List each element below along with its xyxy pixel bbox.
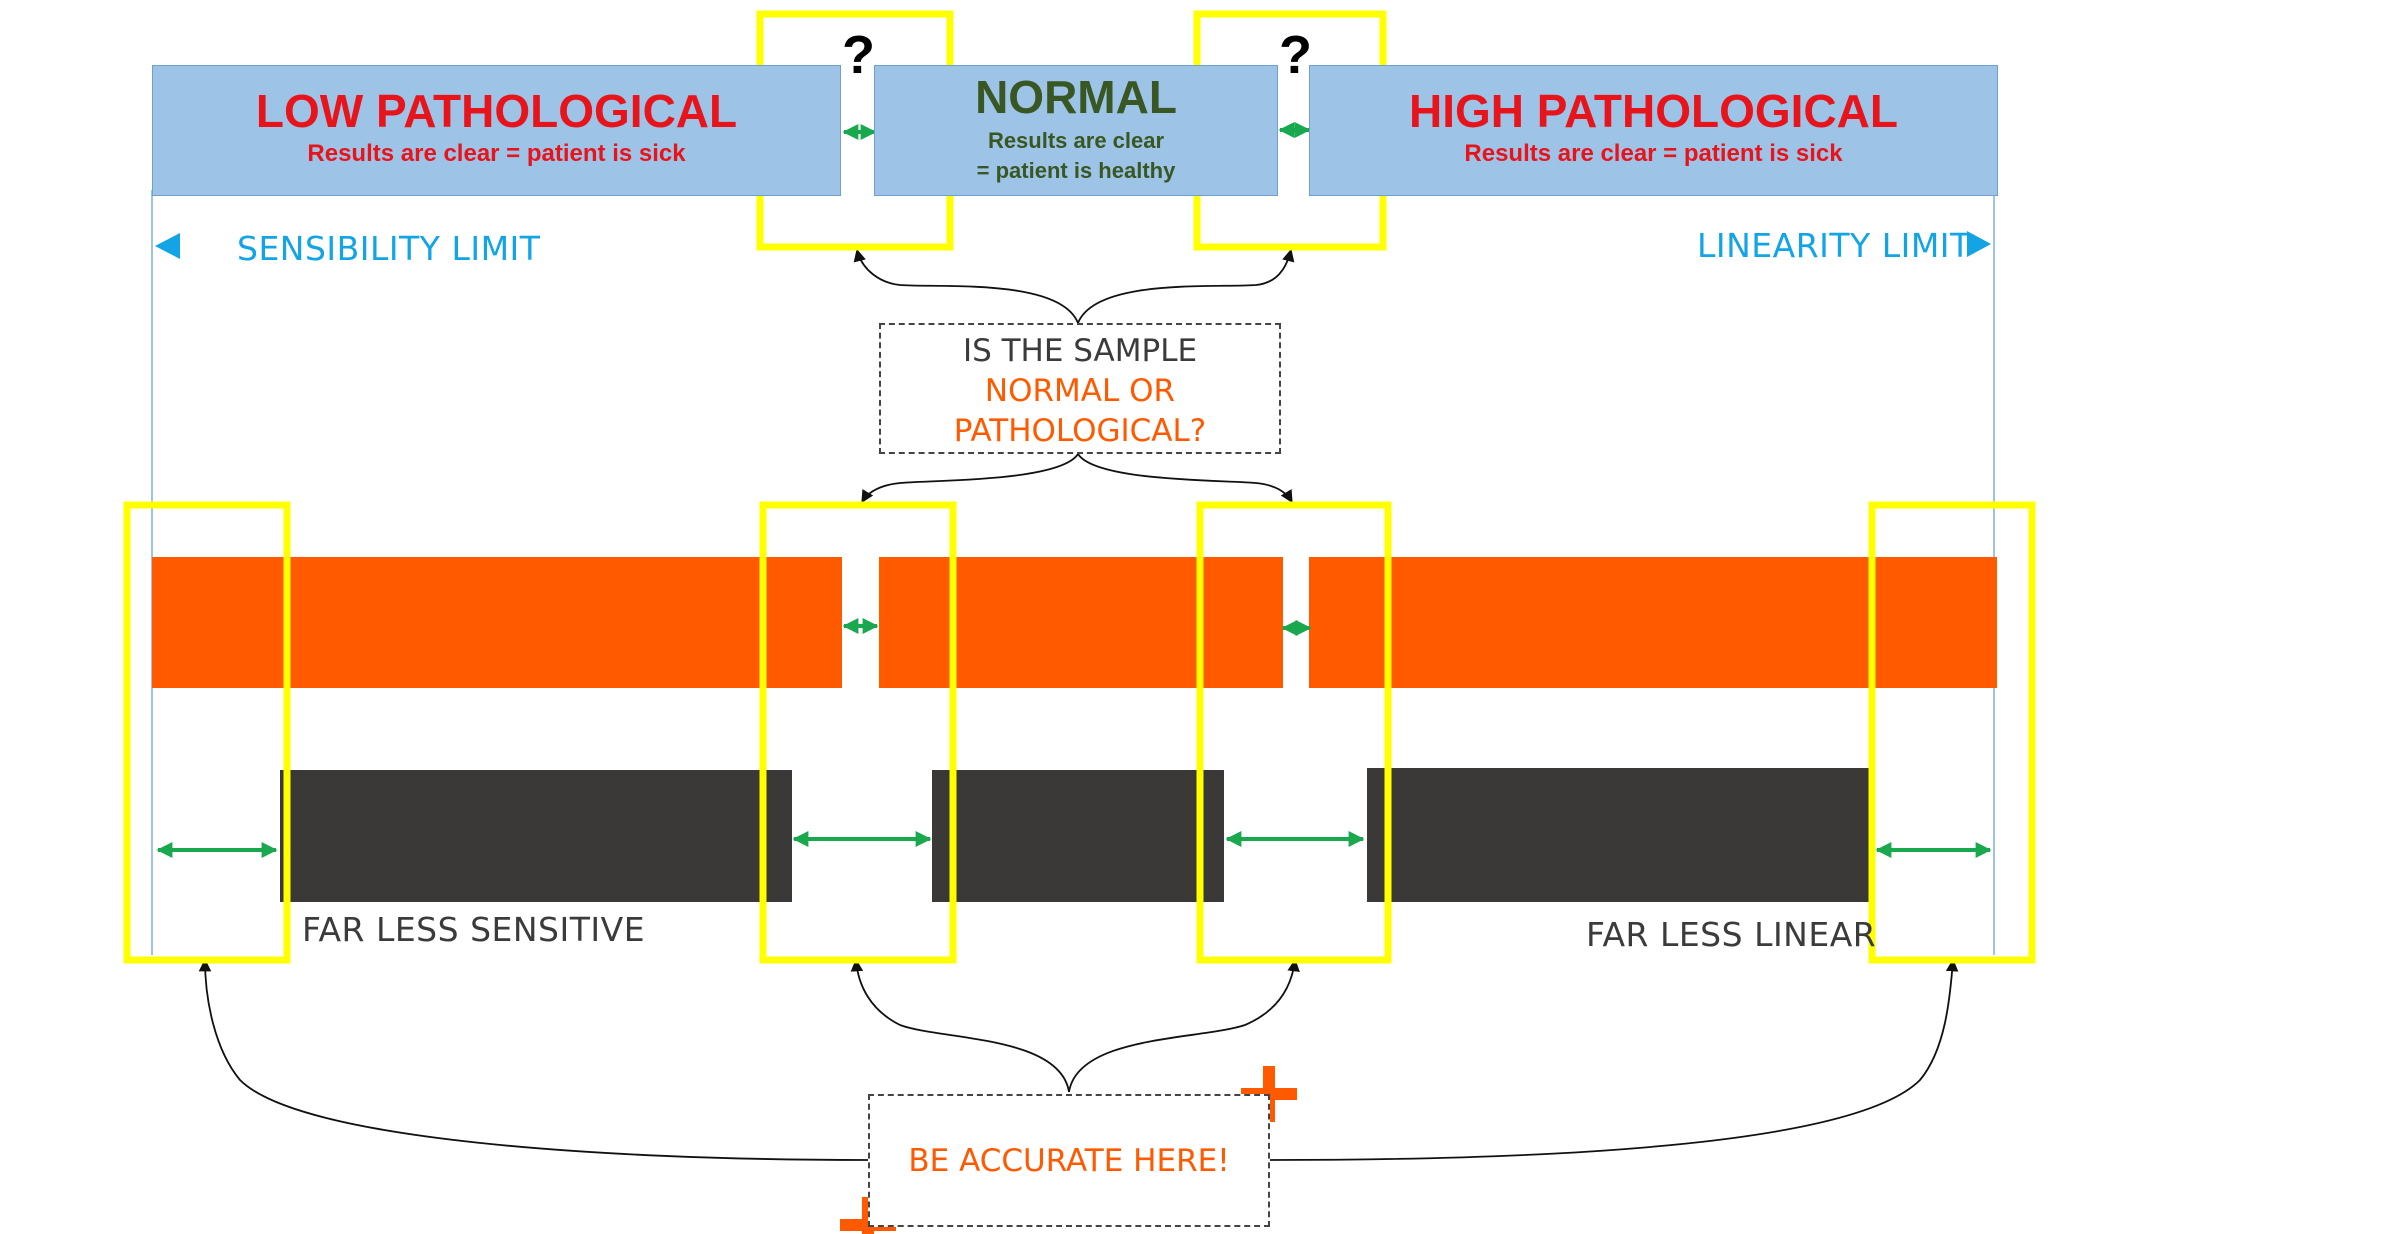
question-line1: IS THE SAMPLE xyxy=(962,333,1198,369)
high-pathological-title: HIGH PATHOLOGICAL xyxy=(1409,85,1898,137)
curved-arrow-icon xyxy=(850,958,1070,1093)
question-mark-left: ? xyxy=(842,25,875,85)
high-pathological-subtitle: Results are clear = patient is sick xyxy=(1464,140,1843,167)
highlight-box xyxy=(1196,501,1392,964)
low-pathological-subtitle: Results are clear = patient is sick xyxy=(307,140,686,167)
be-accurate-box: BE ACCURATE HERE! xyxy=(868,1094,1270,1227)
dark-bar-high xyxy=(1367,768,1873,902)
curved-arrow-icon xyxy=(1068,958,1300,1093)
dark-bar-normal xyxy=(932,770,1224,902)
curved-arrow-icon xyxy=(198,958,869,1161)
normal-title: NORMAL xyxy=(975,71,1177,123)
normal-subtitle-line1: Results are clear xyxy=(987,128,1165,153)
far-less-linear-label: FAR LESS LINEAR xyxy=(1586,915,1877,954)
curved-arrow-icon xyxy=(853,248,1079,324)
question-box: IS THE SAMPLE NORMAL OR PATHOLOGICAL? xyxy=(879,323,1281,454)
sensibility-limit-label: SENSIBILITY LIMIT xyxy=(237,229,541,268)
normal-subtitle-line2: = patient is healthy xyxy=(976,157,1176,183)
question-mark-right: ? xyxy=(1279,25,1312,85)
low-pathological-band: LOW PATHOLOGICAL Results are clear = pat… xyxy=(152,65,841,196)
curved-arrow-icon xyxy=(1077,453,1293,504)
low-pathological-title: LOW PATHOLOGICAL xyxy=(255,85,738,137)
right-triangle-icon xyxy=(1967,231,1991,257)
normal-subtitle: Results are clear = patient is healthy xyxy=(977,126,1176,185)
far-less-sensitive-label: FAR LESS SENSITIVE xyxy=(302,910,646,949)
linearity-limit-label: LINEARITY LIMIT xyxy=(1697,226,1971,265)
highlight-box xyxy=(759,501,957,964)
normal-band: NORMAL Results are clear = patient is he… xyxy=(874,65,1278,196)
highlight-box xyxy=(1868,501,2036,964)
orange-bar-normal xyxy=(879,557,1283,688)
question-line3: PATHOLOGICAL? xyxy=(953,413,1207,449)
left-triangle-icon xyxy=(155,233,180,259)
orange-bar-high xyxy=(1309,557,1997,688)
question-line2: NORMAL OR xyxy=(984,373,1176,409)
curved-arrow-icon xyxy=(1077,248,1295,324)
highlight-box xyxy=(123,501,291,964)
orange-bar-low xyxy=(152,557,842,688)
dark-bar-low xyxy=(280,770,792,902)
high-pathological-band: HIGH PATHOLOGICAL Results are clear = pa… xyxy=(1309,65,1998,196)
be-accurate-label: BE ACCURATE HERE! xyxy=(908,1142,1230,1179)
curved-arrow-icon xyxy=(1269,958,1959,1161)
curved-arrow-icon xyxy=(861,453,1079,504)
